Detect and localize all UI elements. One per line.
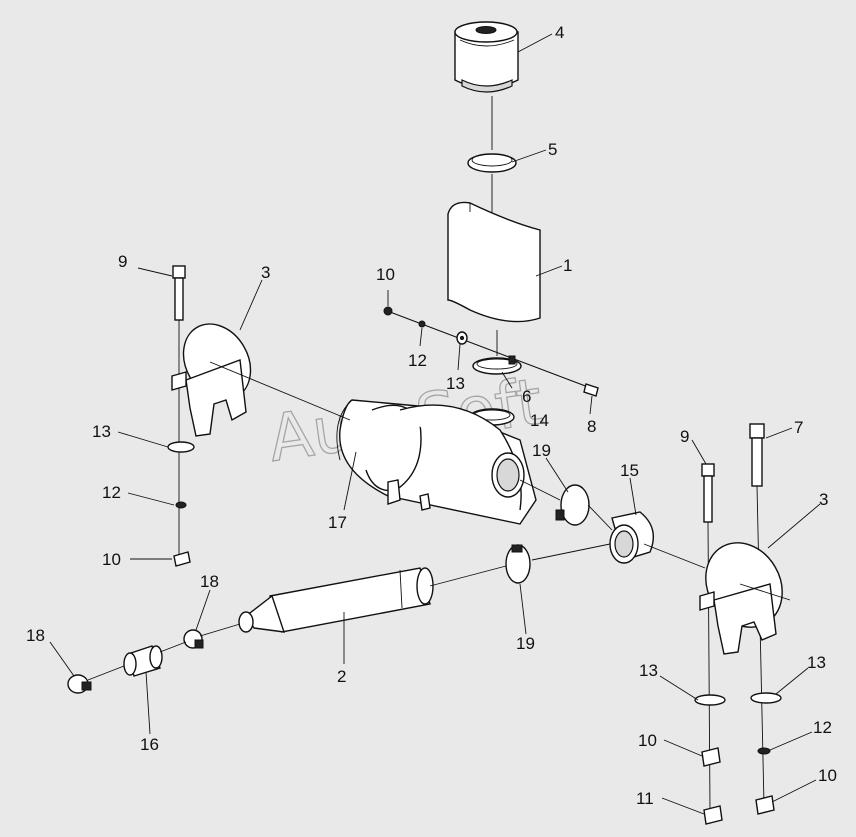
callout-13: 13: [446, 374, 465, 393]
clamp-part-18-right: [183, 629, 204, 649]
callout-10: 10: [638, 731, 657, 750]
callout-12: 12: [813, 718, 832, 737]
callout-14: 14: [530, 411, 549, 430]
callout-9: 9: [118, 252, 127, 271]
washer-part-12-right: [757, 747, 771, 755]
nut-part-10-right-b: [755, 795, 775, 815]
hose-part-16: [123, 645, 163, 677]
washer-part-12: [418, 320, 426, 328]
elbow-part-15: [609, 511, 654, 564]
silencer-body-part-17: [336, 399, 537, 525]
callout-13: 13: [639, 661, 658, 680]
washer-part-13: [456, 331, 468, 345]
leader-lines: [49, 33, 821, 815]
callout-10: 10: [376, 265, 395, 284]
washer-part-13-left: [167, 441, 195, 453]
nut-part-10: [383, 306, 393, 316]
callout-15: 15: [620, 461, 639, 480]
callout-18: 18: [26, 626, 45, 645]
washer-part-12-left: [175, 501, 187, 509]
callout-3: 3: [261, 263, 270, 282]
callout-13: 13: [807, 653, 826, 672]
callout-3: 3: [819, 490, 828, 509]
callout-2: 2: [337, 667, 346, 686]
clamp-part-6: [472, 355, 522, 375]
bolt-part-7: [749, 423, 765, 487]
callout-8: 8: [587, 417, 596, 436]
filter-cap-part-4: [454, 21, 519, 93]
callout-11: 11: [636, 789, 654, 808]
callout-10: 10: [818, 766, 837, 785]
bolt-part-9-left: [172, 265, 186, 321]
bolt-part-8: [583, 383, 599, 397]
clamp-band-part-3-left: [171, 323, 252, 437]
callout-1: 1: [563, 256, 572, 275]
clamp-part-19-upper: [555, 484, 590, 526]
exhaust-pipe-part-2: [238, 567, 434, 633]
callout-4: 4: [555, 23, 564, 42]
ring-part-5: [467, 153, 517, 173]
washer-part-13-right-b: [750, 692, 782, 704]
callout-12: 12: [102, 483, 121, 502]
callout-18: 18: [200, 572, 219, 591]
callout-19: 19: [516, 634, 535, 653]
bolt-part-9-right: [701, 463, 715, 523]
clamp-part-18-left: [67, 674, 92, 694]
callout-6: 6: [522, 387, 531, 406]
callout-17: 17: [328, 513, 347, 532]
callout-10: 10: [102, 550, 121, 569]
callout-9: 9: [680, 427, 689, 446]
callout-16: 16: [140, 735, 159, 754]
callout-7: 7: [794, 418, 803, 437]
nut-part-10-left: [173, 551, 191, 567]
callout-5: 5: [548, 140, 557, 159]
clamp-part-19-lower: [505, 544, 531, 584]
clamp-band-part-3-right: [699, 542, 783, 655]
callout-13: 13: [92, 422, 111, 441]
nut-part-10-right-a: [701, 747, 721, 767]
callout-12: 12: [408, 351, 427, 370]
nut-part-11: [703, 805, 723, 825]
washer-part-13-right-a: [694, 694, 726, 706]
cover-plate-part-1: [447, 201, 541, 323]
callout-19: 19: [532, 441, 551, 460]
